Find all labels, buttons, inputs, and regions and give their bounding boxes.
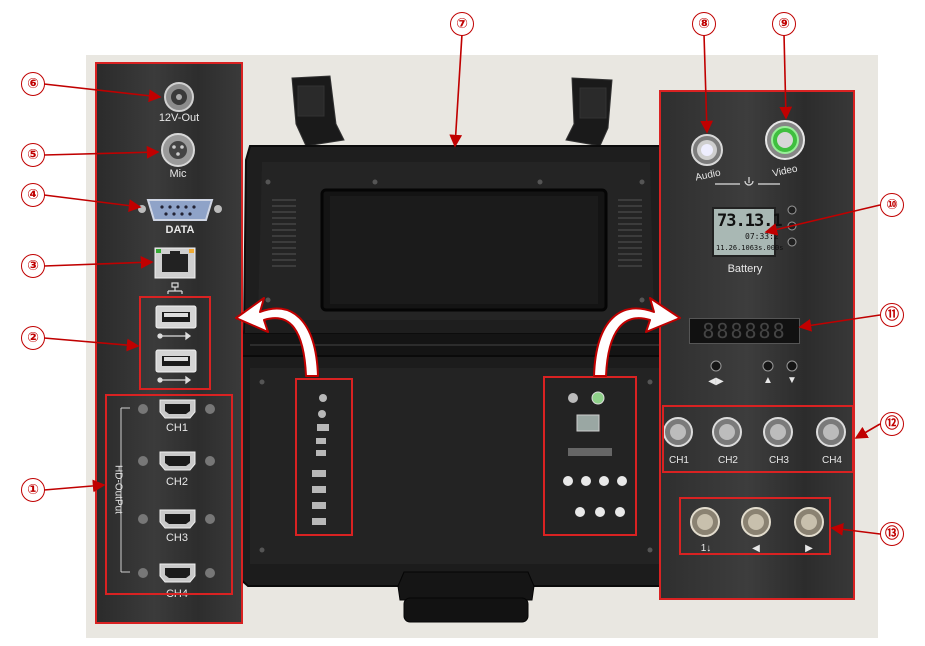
bottom-button-3-icon — [794, 507, 824, 537]
hdmi-output-highlight — [105, 394, 233, 595]
leader-12 — [854, 423, 881, 439]
segment-display: 888888 — [689, 318, 800, 344]
usb-port-1-icon — [155, 305, 197, 329]
label-12v-out: 12V-Out — [158, 112, 200, 124]
callout-9: ⑨ — [772, 12, 796, 36]
label-battery: Battery — [727, 263, 763, 275]
callout-1: ① — [21, 478, 45, 502]
callout-12: ⑫ — [880, 412, 904, 436]
usb-ports-highlight — [139, 296, 211, 390]
label-button-1: 1↓ — [700, 543, 712, 554]
label-button-3: ▶ — [805, 543, 813, 554]
base-controls-right — [563, 391, 627, 517]
hdmi-port-ch3-icon — [138, 509, 215, 529]
lid-latch-right — [565, 77, 613, 147]
ethernet-port-icon — [154, 247, 196, 279]
ch3-knob-icon — [763, 417, 793, 447]
leader-10 — [764, 204, 881, 236]
label-right-ch3: CH3 — [768, 455, 789, 466]
callout-11: ⑪ — [880, 303, 904, 327]
label-nav-left-right: ◀▶ — [708, 376, 724, 387]
lid-vents-left — [272, 199, 296, 267]
leader-8 — [700, 33, 714, 134]
channel-knobs-highlight — [662, 405, 854, 473]
usb-symbol-2-icon — [157, 375, 192, 385]
leader-11 — [798, 314, 881, 332]
lcd-time-readout: 07:33:2 — [745, 232, 779, 241]
usb-port-2-icon — [155, 349, 197, 373]
curved-arrow-right-icon — [593, 297, 681, 377]
curved-arrow-left-icon — [235, 297, 319, 377]
case-front-handle — [397, 571, 535, 601]
nav-buttons — [710, 360, 798, 372]
ch4-knob-icon — [816, 417, 846, 447]
hdmi-port-ch1-icon — [138, 399, 215, 419]
leader-3 — [43, 256, 154, 269]
callout-10: ⑩ — [880, 193, 904, 217]
ch2-knob-icon — [712, 417, 742, 447]
label-right-ch1: CH1 — [668, 455, 689, 466]
lcd-side-buttons — [787, 205, 797, 247]
label-ch1: CH1 — [165, 422, 188, 434]
left-connector-panel — [95, 62, 243, 624]
case-connector-highlight — [295, 378, 353, 536]
leader-4 — [43, 194, 142, 212]
label-ch3: CH3 — [165, 532, 188, 544]
leader-9 — [779, 33, 793, 120]
power-symbol-icon — [715, 177, 780, 186]
leader-6 — [43, 83, 162, 103]
leader-7 — [449, 33, 463, 148]
label-nav-down: ▼ — [787, 375, 797, 386]
audio-power-button-icon — [691, 134, 723, 166]
bottom-button-1-icon — [690, 507, 720, 537]
12v-out-connector-icon — [164, 82, 194, 112]
hd-output-bracket — [120, 407, 130, 573]
callout-8: ⑧ — [692, 12, 716, 36]
callout-6: ⑥ — [21, 72, 45, 96]
label-right-ch2: CH2 — [717, 455, 738, 466]
label-button-2: ◀ — [752, 543, 760, 554]
lid-latch-left — [291, 75, 345, 147]
hdmi-port-ch2-icon — [138, 451, 215, 471]
leader-2 — [43, 337, 140, 352]
lcd-status-readout: 11.26.1063s.000s — [716, 244, 784, 252]
base-connectors-left — [312, 394, 329, 525]
callout-5: ⑤ — [21, 143, 45, 167]
hdmi-port-ch4-icon — [138, 563, 215, 583]
callout-3: ③ — [21, 254, 45, 278]
leader-13 — [830, 523, 881, 536]
callout-4: ④ — [21, 183, 45, 207]
label-ch2: CH2 — [165, 476, 188, 488]
leader-5 — [43, 145, 160, 159]
bottom-button-2-icon — [741, 507, 771, 537]
leader-1 — [43, 479, 106, 493]
case-control-highlight — [543, 376, 637, 536]
usb-symbol-1-icon — [157, 331, 192, 341]
label-right-ch4: CH4 — [821, 455, 842, 466]
bottom-buttons-highlight — [679, 497, 831, 555]
label-data: DATA — [165, 224, 195, 236]
mic-connector-icon — [161, 133, 195, 167]
callout-13: ⑬ — [880, 522, 904, 546]
lid-vents-right — [618, 199, 642, 267]
ch1-knob-icon — [663, 417, 693, 447]
callout-2: ② — [21, 326, 45, 350]
label-nav-up: ▲ — [763, 375, 773, 386]
video-power-button-icon — [765, 120, 805, 160]
label-mic: Mic — [169, 168, 187, 180]
network-symbol-icon — [167, 282, 183, 294]
callout-7: ⑦ — [450, 12, 474, 36]
